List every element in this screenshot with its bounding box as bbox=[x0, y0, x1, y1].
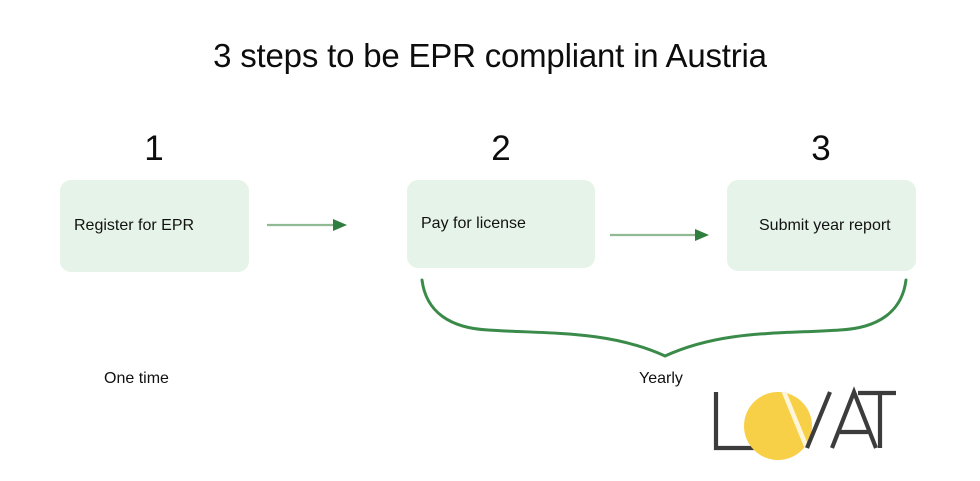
step-label-1: Register for EPR bbox=[74, 217, 195, 234]
step-box-3[interactable]: Submit year report bbox=[727, 180, 916, 271]
caption-one-time: One time bbox=[104, 370, 169, 387]
step-label-3: Submit year report bbox=[759, 217, 891, 234]
arrow-step2-to-step3 bbox=[608, 220, 716, 255]
lovat-circle-icon bbox=[744, 392, 812, 460]
caption-yearly: Yearly bbox=[639, 370, 683, 387]
page-title: 3 steps to be EPR compliant in Austria bbox=[213, 37, 767, 74]
step-label-2: Pay for license bbox=[421, 215, 526, 232]
step-number-3: 3 bbox=[811, 129, 831, 168]
step-box-2[interactable]: Pay for license bbox=[407, 180, 595, 268]
arrow-step1-to-step2 bbox=[265, 210, 351, 245]
lovat-logo bbox=[706, 386, 902, 470]
step-number-1: 1 bbox=[144, 129, 164, 168]
step-box-1[interactable]: Register for EPR bbox=[60, 180, 249, 272]
step-number-2: 2 bbox=[491, 129, 511, 168]
yearly-brace bbox=[408, 272, 918, 373]
